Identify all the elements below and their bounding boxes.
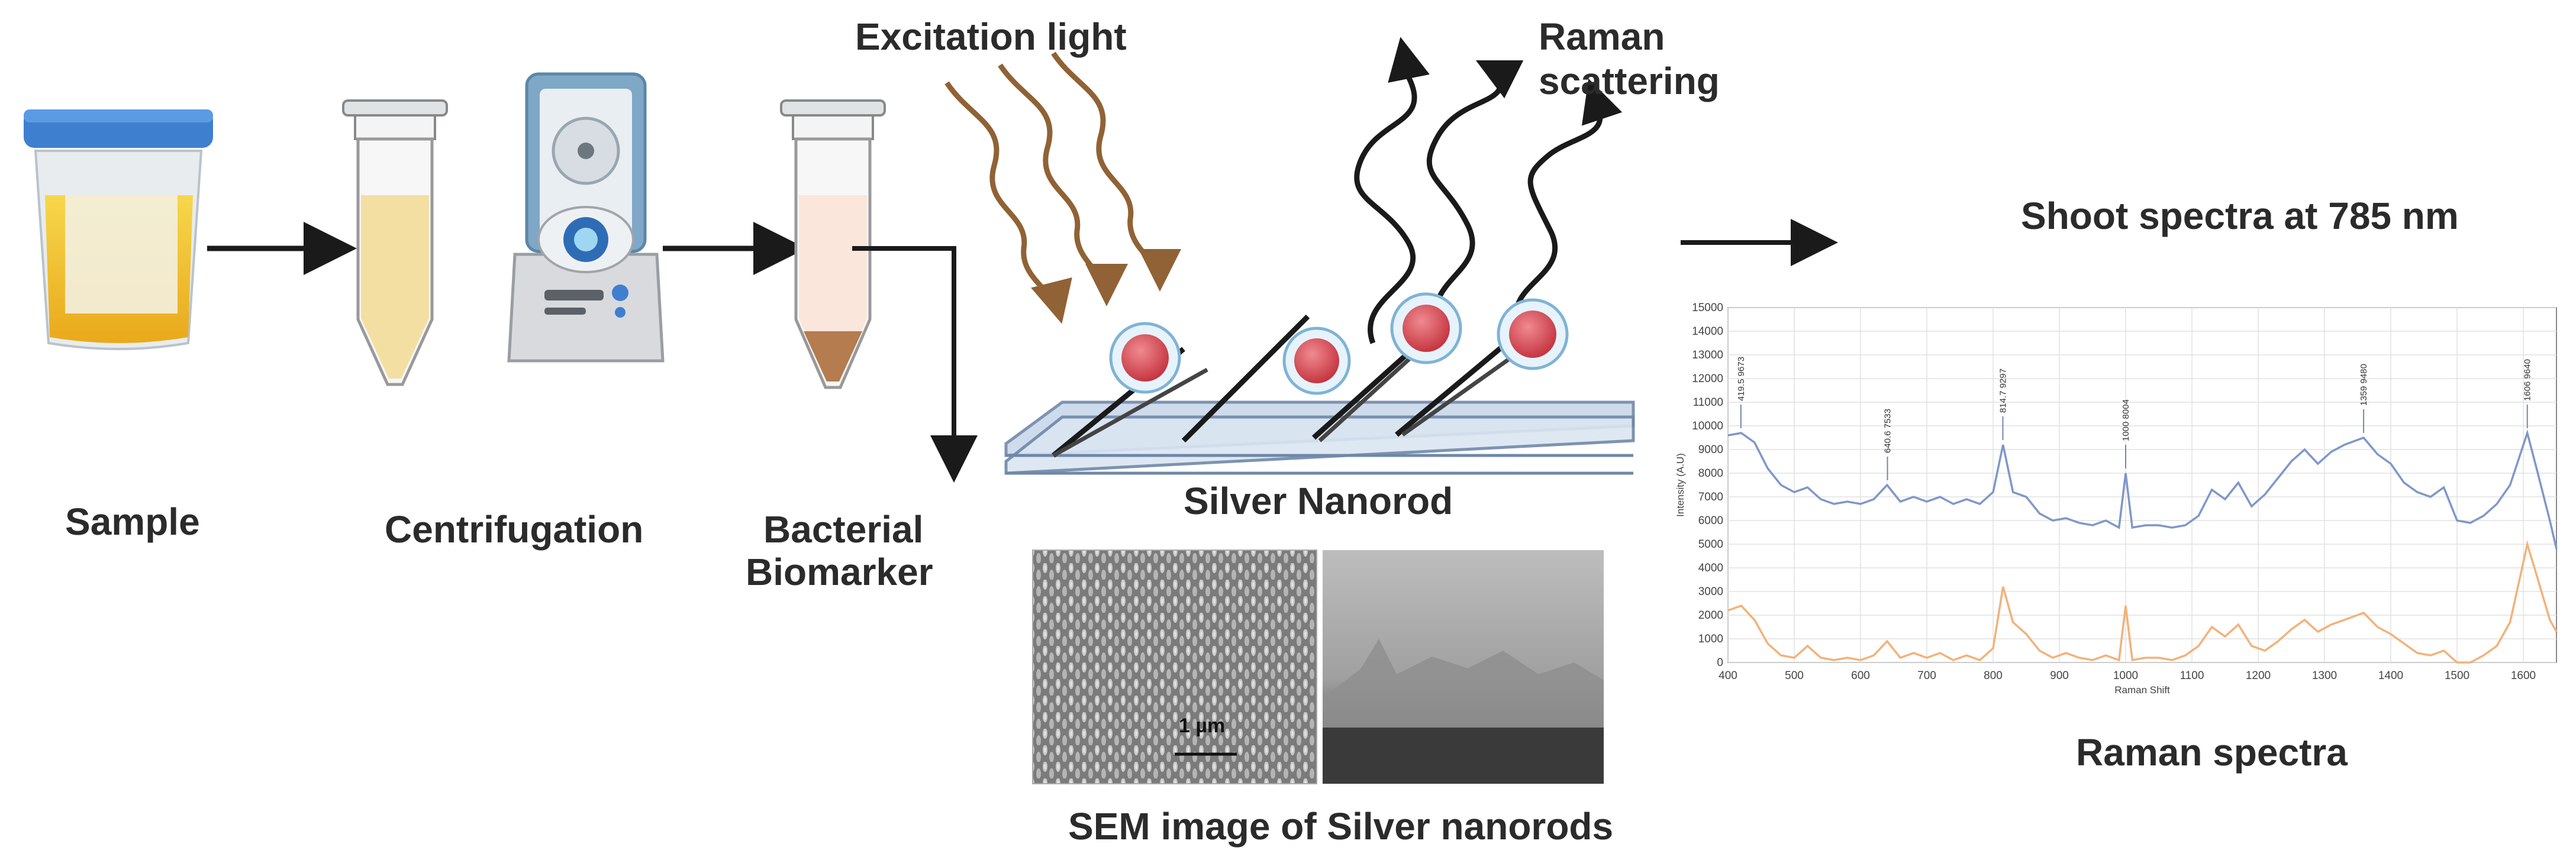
y-tick-label: 10000 xyxy=(1692,420,1723,432)
series-line-1 xyxy=(1727,429,2558,550)
x-tick-label: 1600 xyxy=(2511,670,2536,682)
chart-plot-area xyxy=(1727,307,2557,663)
label-silver-nanorod: Silver Nanorod xyxy=(1184,480,1453,522)
y-tick-label: 5000 xyxy=(1698,538,1723,551)
peak-label: 1000 8004 xyxy=(2121,399,2131,441)
y-tick-label: 11000 xyxy=(1693,396,1723,409)
y-tick-label: 6000 xyxy=(1698,515,1723,527)
x-tick-label: 400 xyxy=(1719,670,1737,682)
x-tick-label: 700 xyxy=(1917,670,1936,682)
peak-label: 640.6 7533 xyxy=(1882,409,1892,453)
y-tick-label: 1000 xyxy=(1698,633,1723,645)
y-tick-label: 2000 xyxy=(1698,609,1723,622)
excitation-light-arrows xyxy=(944,51,1181,324)
chart-y-ticks: 0 1000 2000 3000 4000 5000 6000 7000 8000 9000 100… xyxy=(1692,302,1723,669)
sem-image-side-view xyxy=(1323,550,1604,784)
x-tick-label: 1500 xyxy=(2445,670,2469,682)
peak-label: 1359 9480 xyxy=(2359,364,2369,406)
x-tick-label: 500 xyxy=(1785,670,1804,682)
x-tick-label: 600 xyxy=(1851,670,1870,682)
chart-y-axis-title: Intensity (A.U) xyxy=(1675,453,1686,517)
chart-peak-annotations: 419.5 9673 640.6 7533 814.7 9297 1000 8004 1… xyxy=(1736,357,2533,480)
label-raman: Raman xyxy=(1539,15,1665,58)
label-biomarker: Biomarker xyxy=(746,551,933,593)
peak-label: 419.5 9673 xyxy=(1736,357,1746,401)
flow-arrow xyxy=(852,246,978,483)
y-tick-label: 4000 xyxy=(1698,562,1723,574)
y-tick-label: 12000 xyxy=(1692,373,1723,385)
centrifuge-tube-icon xyxy=(342,99,448,386)
series-line-2 xyxy=(1727,540,2558,664)
y-tick-label: 14000 xyxy=(1692,325,1723,338)
label-bacterial: Bacterial xyxy=(763,508,924,551)
label-excitation-light: Excitation light xyxy=(855,15,1127,58)
raman-scattering-arrows xyxy=(1354,37,1623,344)
label-shoot-spectra: Shoot spectra at 785 nm xyxy=(2021,195,2459,237)
peak-label: 1606 9640 xyxy=(2523,359,2533,401)
x-tick-label: 900 xyxy=(2050,670,2069,682)
x-tick-label: 1300 xyxy=(2312,670,2337,682)
label-sample: Sample xyxy=(65,500,200,543)
y-tick-label: 9000 xyxy=(1698,444,1723,456)
label-sem-image: SEM image of Silver nanorods xyxy=(1068,805,1614,848)
y-tick-label: 3000 xyxy=(1698,586,1723,598)
label-raman-spectra: Raman spectra xyxy=(2076,731,2348,774)
chart-grid xyxy=(1727,307,2556,663)
label-scattering: scattering xyxy=(1539,60,1720,102)
y-tick-label: 15000 xyxy=(1692,302,1723,314)
centrifuge-machine-icon xyxy=(507,72,665,363)
x-tick-label: 800 xyxy=(1984,670,2003,682)
nanoparticle-spheres xyxy=(1109,292,1569,395)
x-tick-label: 1400 xyxy=(2378,670,2403,682)
peak-label: 814.7 9297 xyxy=(1998,369,2008,413)
x-tick-label: 1100 xyxy=(2180,670,2204,682)
nanorod-substrate xyxy=(1004,400,1635,475)
y-tick-label: 7000 xyxy=(1698,491,1723,503)
label-centrifugation: Centrifugation xyxy=(385,508,644,551)
y-tick-label: 13000 xyxy=(1692,349,1723,361)
chart-x-ticks: 400 500 600 700 800 900 1000 1100 1200 1300 1400 15… xyxy=(1719,670,2536,682)
y-tick-label: 8000 xyxy=(1698,467,1723,480)
chart-series xyxy=(1727,429,2558,664)
sample-cup-icon xyxy=(24,109,213,350)
y-tick-label: 0 xyxy=(1717,657,1723,669)
sem-image-top-view xyxy=(1033,550,1317,784)
nanoparticle-rods xyxy=(1052,308,1523,458)
x-tick-label: 1000 xyxy=(2113,670,2138,682)
raman-spectra-chart: 400 500 600 700 800 900 1000 1100 1200 1300 1400 15… xyxy=(1675,302,2558,696)
scale-bar-label: 1 µm xyxy=(1179,715,1226,737)
chart-x-axis-title: Raman Shift xyxy=(2114,684,2170,696)
biomarker-tube-icon xyxy=(780,99,886,389)
x-tick-label: 1200 xyxy=(2246,670,2271,682)
